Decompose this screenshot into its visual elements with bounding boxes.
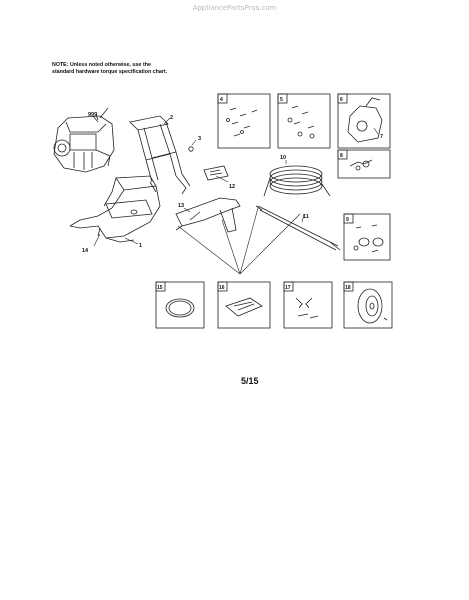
spray-gun-drawing — [175, 197, 241, 233]
callout-pump-fitting: 7 — [380, 134, 383, 140]
box-16 — [217, 281, 271, 329]
torque-note: NOTE: Unless noted otherwise, use the st… — [52, 62, 168, 75]
box-5 — [277, 93, 331, 149]
callout-engine: 999 — [88, 112, 97, 118]
callout-foot: 14 — [82, 248, 89, 254]
callout-wand: 11 — [303, 214, 309, 220]
engine-drawing — [53, 107, 115, 173]
box-label-5: 5 — [280, 97, 283, 103]
page-number: 5/15 — [241, 376, 259, 386]
box-4 — [217, 93, 271, 149]
box-label-16: 16 — [219, 285, 225, 291]
watermark: AppliancePartsPros.com — [192, 4, 277, 12]
handle-drawing — [129, 115, 191, 195]
box-17 — [283, 281, 333, 329]
box-15 — [155, 281, 205, 329]
box-6 — [337, 93, 391, 149]
box-label-8: 8 — [340, 153, 343, 159]
callout-hose: 10 — [280, 155, 286, 161]
box-9 — [343, 213, 391, 261]
box-label-18: 18 — [345, 285, 351, 291]
box-18 — [343, 281, 393, 329]
decal-drawing — [203, 165, 229, 181]
box-8 — [337, 149, 391, 179]
base-frame-drawing — [69, 175, 161, 243]
bolt-drawing — [188, 146, 194, 152]
callout-base: 1 — [139, 243, 142, 249]
callout-bolt: 3 — [198, 136, 201, 142]
box-label-15: 15 — [157, 285, 163, 291]
callout-handle: 2 — [170, 115, 173, 121]
callout-decal: 12 — [229, 184, 235, 190]
wand-drawing — [255, 205, 341, 251]
box-label-4: 4 — [220, 97, 223, 103]
hose-drawing — [263, 165, 331, 197]
box-label-6: 6 — [340, 97, 343, 103]
callout-gun: 13 — [178, 203, 184, 209]
box-label-9: 9 — [346, 217, 349, 223]
box-label-17: 17 — [285, 285, 291, 291]
